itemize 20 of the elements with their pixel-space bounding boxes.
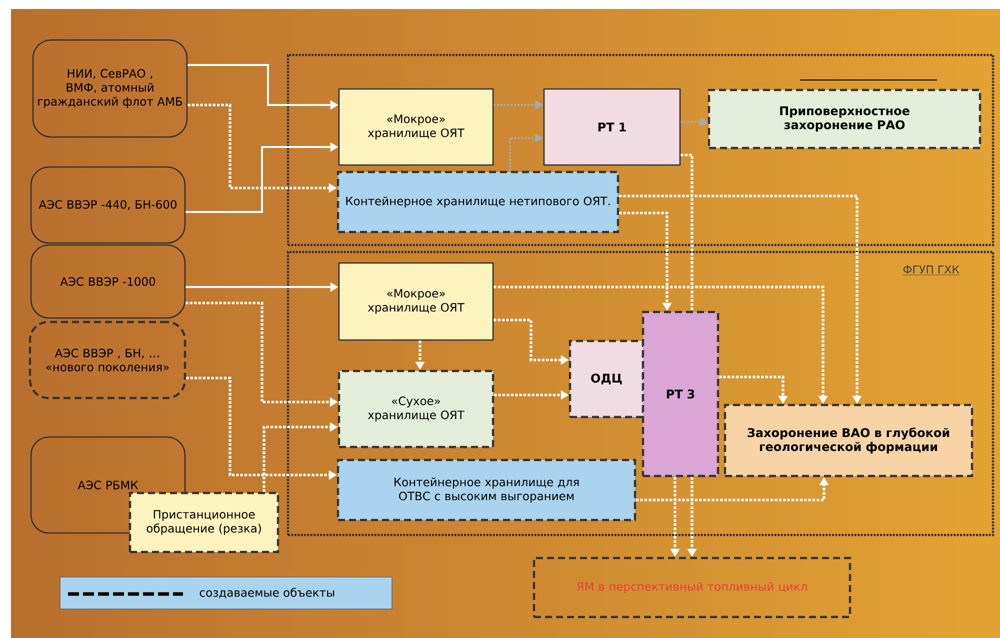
- process-box: РТ 1: [543, 88, 681, 166]
- process-box: РТ 3: [642, 310, 720, 478]
- process-box: Контейнерное хранилище нетипового ОЯТ.: [336, 170, 620, 234]
- group-frame: [286, 250, 994, 536]
- group-frame: [286, 54, 994, 246]
- process-box: ЯМ в перспективный топливный цикл: [532, 556, 852, 618]
- process-box: Приповерхностное захоронение РАО: [708, 88, 982, 150]
- process-box: Захоронение ВАО в глубокой геологической формации: [724, 404, 974, 478]
- source-box: НИИ, СевРАО , ВМФ, атомный гражданский флот АМБ: [32, 39, 188, 138]
- legend-text: создаваемые объекты: [200, 588, 334, 598]
- source-box: АЭС ВВЭР -1000: [30, 244, 186, 319]
- source-box: АЭС ВВЭР -440, БН-600: [30, 166, 186, 244]
- process-box: «Сухое» хранилище ОЯТ: [338, 370, 494, 448]
- process-box: «Мокрое» хранилище ОЯТ: [338, 88, 494, 166]
- group-label: ФГУП ГХК: [902, 266, 960, 276]
- process-box: Контейнерное хранилище для ОТВС с высоким выгоранием: [336, 458, 636, 522]
- process-box: «Мокрое» хранилище ОЯТ: [338, 262, 494, 341]
- process-box: Пристанционное обращение (резка): [128, 492, 280, 554]
- source-box: АЭС ВВЭР , БН, … «нового поколения»: [28, 320, 186, 400]
- process-box: ОДЦ: [568, 340, 644, 418]
